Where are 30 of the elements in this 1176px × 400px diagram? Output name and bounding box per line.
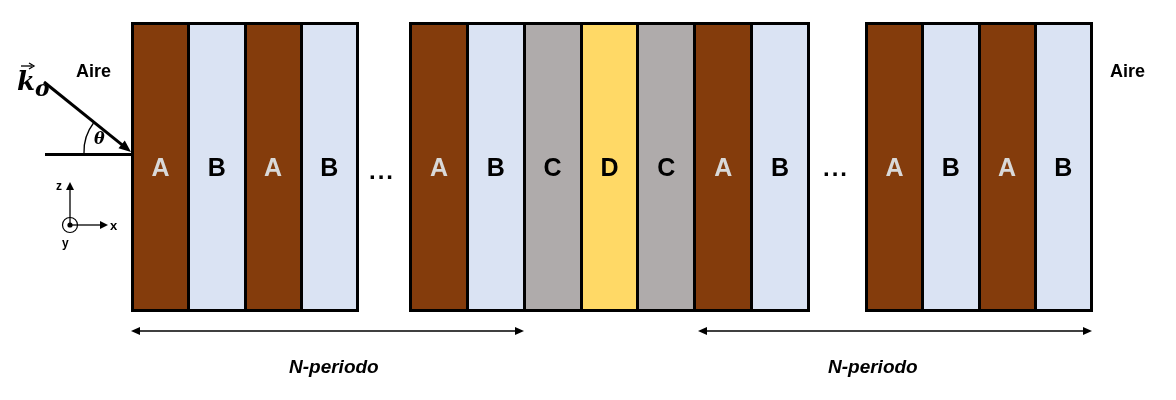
- material-layer: [921, 22, 981, 312]
- material-layer: [187, 22, 247, 312]
- medium-label: Aire: [1110, 62, 1145, 80]
- angle-label: θ: [94, 131, 105, 147]
- layer-label: A: [714, 154, 733, 180]
- period-label: N-periodo: [828, 357, 918, 376]
- layer-label: B: [1054, 154, 1073, 180]
- material-layer: [750, 22, 810, 312]
- layer-label: C: [657, 154, 676, 180]
- layer-label: A: [998, 154, 1017, 180]
- ellipsis: ...: [369, 159, 395, 183]
- layer-label: B: [771, 154, 790, 180]
- layer-label: A: [151, 154, 170, 180]
- axis-label: x: [110, 219, 118, 232]
- axis-label: z: [56, 180, 62, 192]
- layer-label: B: [486, 154, 505, 180]
- layer-label: B: [207, 154, 226, 180]
- medium-label: Aire: [76, 62, 111, 80]
- ellipsis: ...: [823, 156, 849, 180]
- layer-label: B: [320, 154, 339, 180]
- layer-label: B: [941, 154, 960, 180]
- period-label: N-periodo: [289, 357, 379, 376]
- layer-label: C: [543, 154, 562, 180]
- layer-label: D: [600, 154, 619, 180]
- axis-label: y: [62, 237, 69, 249]
- layer-label: A: [885, 154, 904, 180]
- layer-label: A: [429, 154, 448, 180]
- wave-vector-label: k$_{o}$: [17, 68, 50, 100]
- material-layer: [409, 22, 469, 312]
- layer-label: A: [264, 154, 283, 180]
